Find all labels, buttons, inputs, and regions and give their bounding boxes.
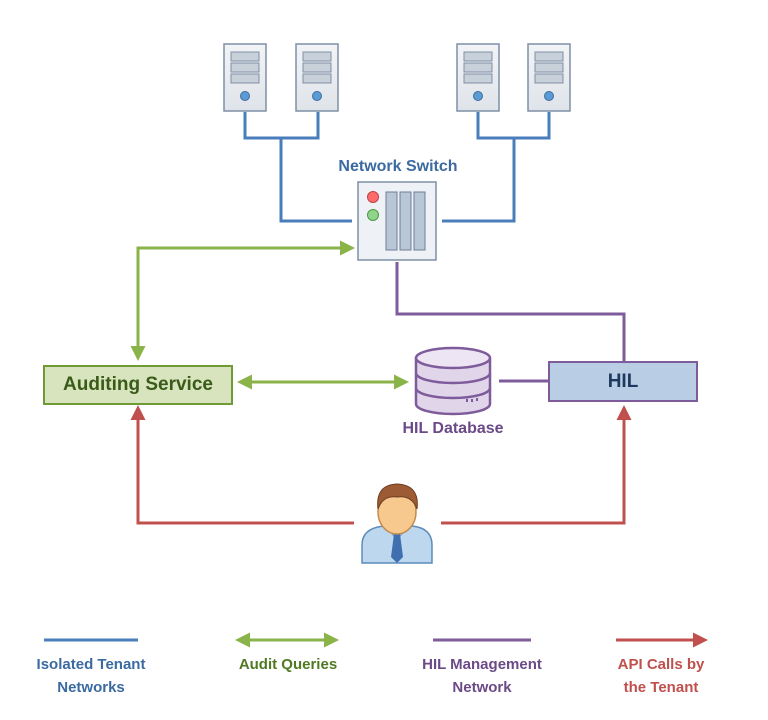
server-icon — [456, 43, 500, 112]
database-icon — [414, 346, 492, 416]
auditing-service-node[interactable]: Auditing Service — [43, 365, 233, 405]
server-icon — [295, 43, 339, 112]
legend-api-calls-line2: the Tenant — [623, 679, 699, 696]
management-network-lines — [395, 262, 626, 383]
server-icon — [527, 43, 571, 112]
server-icon — [223, 43, 267, 112]
hil-label: HIL — [607, 370, 639, 392]
hil-node[interactable]: HIL — [548, 361, 698, 402]
legend-management-network: HIL Management Network — [407, 653, 557, 699]
tenant-network-lines — [243, 112, 551, 223]
hil-database-label: HIL Database — [402, 420, 504, 437]
legend-api-calls: API Calls by the Tenant — [586, 653, 736, 699]
legend-audit-queries: Audit Queries — [213, 653, 363, 676]
legend-management-network-line2: Network — [452, 679, 512, 696]
network-switch-label: Network Switch — [338, 158, 458, 175]
user-icon — [361, 483, 433, 564]
network-switch-icon — [357, 181, 437, 261]
legend-audit-queries-line1: Audit Queries — [238, 656, 338, 673]
legend-tenant-networks-line2: Networks — [57, 679, 125, 696]
legend-tenant-networks: Isolated Tenant Networks — [16, 653, 166, 699]
audit-query-arrows — [130, 240, 409, 390]
legend-tenant-networks-line1: Isolated Tenant — [36, 656, 146, 673]
api-call-arrows — [130, 405, 632, 525]
auditing-service-label: Auditing Service — [63, 374, 213, 395]
legend-api-calls-line1: API Calls by — [617, 656, 705, 673]
legend-management-network-line1: HIL Management — [422, 656, 542, 673]
